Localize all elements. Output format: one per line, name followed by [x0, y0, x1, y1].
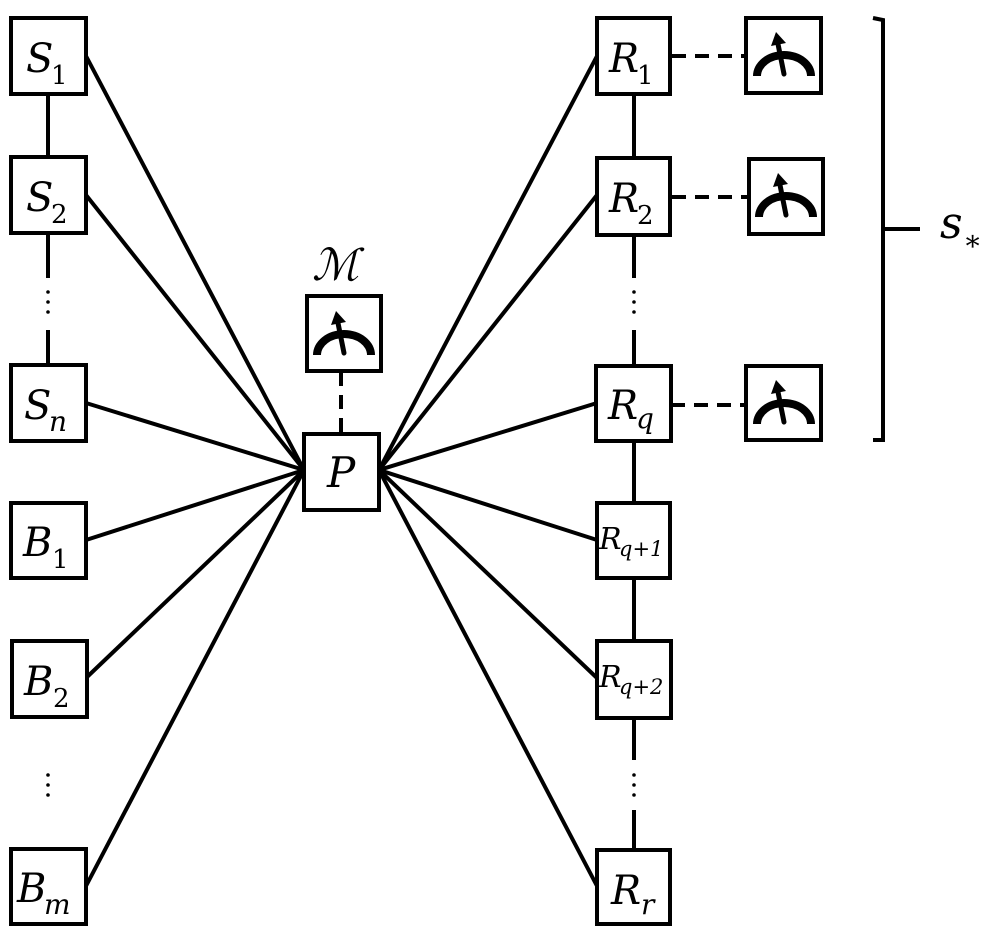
meter-label-m: ℳ	[312, 240, 365, 291]
node-rq: R q	[594, 364, 673, 443]
node-sn-base: S	[24, 383, 51, 429]
meter-rq	[744, 364, 823, 442]
edge-p-r1	[377, 55, 599, 471]
node-rq1-base: R	[598, 522, 622, 557]
node-b2-sub: 2	[53, 684, 70, 714]
meter-r2	[747, 157, 825, 236]
edge-bm-p	[84, 469, 306, 887]
edge-b2-p	[84, 468, 306, 680]
edge-p-rq	[378, 401, 598, 472]
measurement-meter-icon	[313, 311, 375, 356]
node-r1-sub: 1	[637, 61, 654, 91]
node-rq1: R q+1	[595, 501, 672, 580]
measurement-meter-icon	[755, 173, 817, 218]
edges-left	[84, 55, 306, 887]
node-b1-sub: 1	[52, 545, 69, 575]
vdots-receivers-bottom	[632, 773, 636, 797]
node-r1-base: R	[608, 36, 639, 82]
node-sn: S n	[9, 363, 88, 443]
node-b1: B 1	[9, 501, 88, 580]
node-b1-base: B	[22, 520, 52, 566]
bracket: s ∗	[872, 16, 982, 442]
measurement-meter-icon	[753, 380, 815, 425]
node-rr-sub: r	[641, 888, 656, 921]
measurement-links	[339, 54, 749, 434]
node-bm-sub: m	[44, 888, 71, 921]
edge-p-rq1	[378, 468, 598, 542]
node-bm: B m	[9, 847, 88, 926]
node-r1: R 1	[595, 16, 672, 96]
node-p-label: P	[326, 448, 356, 497]
node-rq1-sub: q+1	[619, 537, 663, 561]
node-r2-base: R	[608, 176, 639, 222]
edge-sn-p	[85, 401, 305, 472]
edge-p-r2	[377, 193, 599, 472]
node-rq-sub: q	[636, 402, 654, 435]
vdots-sources	[46, 290, 50, 314]
node-r2-sub: 2	[637, 201, 654, 231]
meter-r1	[744, 16, 823, 95]
node-rr-base: R	[610, 868, 641, 914]
node-rq-base: R	[607, 383, 638, 429]
edge-p-rq2	[377, 468, 599, 680]
node-rq2-sub: q+2	[619, 675, 663, 699]
measurement-meter-icon	[753, 32, 815, 77]
node-b2: B 2	[10, 639, 89, 719]
node-b2-base: B	[23, 659, 53, 705]
bracket-shape	[872, 16, 920, 442]
edge-s1-p	[84, 55, 306, 471]
edge-b1-p	[85, 468, 305, 542]
node-s2: S 2	[9, 155, 88, 235]
node-s2-sub: 2	[51, 200, 68, 230]
node-s1-base: S	[26, 36, 53, 82]
node-rr: R r	[595, 848, 672, 926]
edge-s2-p	[84, 193, 306, 472]
vdots-receivers-top	[632, 290, 636, 314]
vdots-bystanders	[46, 773, 50, 797]
node-sn-sub: n	[49, 405, 67, 438]
node-s2-base: S	[26, 175, 53, 221]
edges-right	[377, 55, 599, 887]
meter-p	[305, 294, 383, 373]
bracket-label-base: s	[940, 198, 963, 249]
node-s1: S 1	[9, 16, 88, 96]
edge-p-rr	[377, 469, 599, 887]
node-p: P	[302, 432, 381, 512]
bracket-label-sub: ∗	[963, 224, 982, 257]
node-bm-base: B	[16, 866, 46, 912]
node-rq2-base: R	[598, 660, 622, 695]
node-s1-sub: 1	[51, 61, 68, 91]
node-r2: R 2	[595, 156, 672, 237]
node-rq2: R q+2	[595, 639, 673, 720]
